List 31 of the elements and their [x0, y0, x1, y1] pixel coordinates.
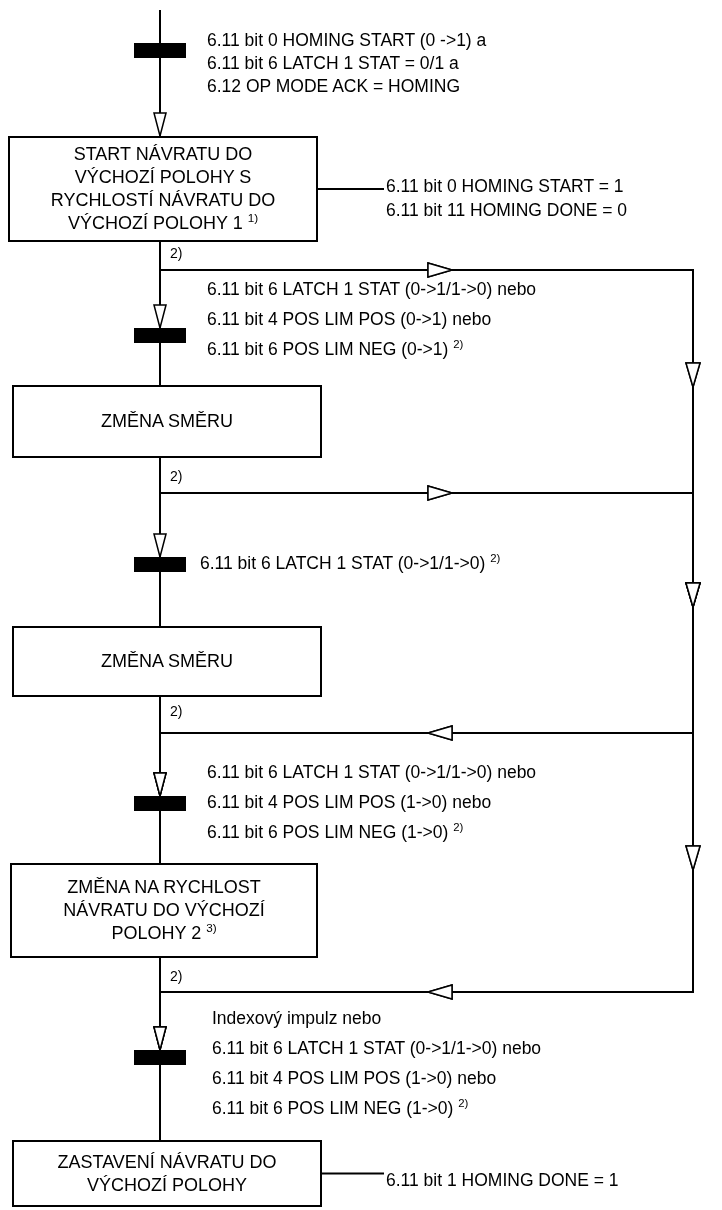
condition-text: 6.12 OP MODE ACK = HOMING — [207, 76, 460, 97]
footnote-mark: 2) — [170, 968, 183, 984]
transition-bar — [134, 43, 186, 58]
condition-text: 6.11 bit 4 POS LIM POS (1->0) nebo — [212, 1068, 497, 1089]
step-box: ZMĚNA SMĚRU — [12, 385, 322, 458]
step-box: ZASTAVENÍ NÁVRATU DO VÝCHOZÍ POLOHY — [12, 1140, 322, 1207]
condition-text: 6.11 bit 6 POS LIM NEG (0->1) $^{2)}$ — [207, 339, 464, 360]
footnote-mark: 2) — [170, 703, 183, 719]
condition-text: 6.11 bit 6 LATCH 1 STAT = 0/1 a — [207, 53, 459, 74]
condition-text: 6.11 bit 4 POS LIM POS (1->0) nebo — [207, 792, 492, 813]
condition-text: 6.11 bit 6 LATCH 1 STAT (0->1/1->0) $^{2)}$ — [200, 553, 501, 574]
transition-bar — [134, 328, 186, 343]
action-text: 6.11 bit 1 HOMING DONE = 1 — [386, 1169, 620, 1192]
step-box: ZMĚNA NA RYCHLOST NÁVRATU DO VÝCHOZÍ POLOHY 2 $^{3)}$ — [10, 863, 318, 958]
transition-bar — [134, 796, 186, 811]
condition-text: 6.11 bit 0 HOMING START (0 ->1) a — [207, 30, 487, 51]
condition-text: 6.11 bit 6 POS LIM NEG (1->0) $^{2)}$ — [207, 822, 464, 843]
condition-text: 6.11 bit 6 LATCH 1 STAT (0->1/1->0) nebo — [207, 279, 537, 300]
condition-text: 6.11 bit 4 POS LIM POS (0->1) nebo — [207, 309, 492, 330]
footnote-mark: 2) — [170, 468, 183, 484]
condition-text: Indexový impulz nebo — [212, 1008, 382, 1029]
condition-text: 6.11 bit 6 LATCH 1 STAT (0->1/1->0) nebo — [212, 1038, 542, 1059]
transition-bar — [134, 557, 186, 572]
footnote-mark: 2) — [170, 245, 183, 261]
step-box: START NÁVRATU DO VÝCHOZÍ POLOHY S RYCHLOSTÍ NÁVRATU DO VÝCHOZÍ POLOHY 1 $^{1)}$ — [8, 136, 318, 242]
condition-text: 6.11 bit 6 LATCH 1 STAT (0->1/1->0) nebo — [207, 762, 537, 783]
transition-bar — [134, 1050, 186, 1065]
action-text: 6.11 bit 0 HOMING START = 1 — [386, 175, 625, 198]
condition-text: 6.11 bit 6 POS LIM NEG (1->0) $^{2)}$ — [212, 1098, 469, 1119]
step-box: ZMĚNA SMĚRU — [12, 626, 322, 697]
action-text: 6.11 bit 11 HOMING DONE = 0 — [386, 199, 629, 222]
